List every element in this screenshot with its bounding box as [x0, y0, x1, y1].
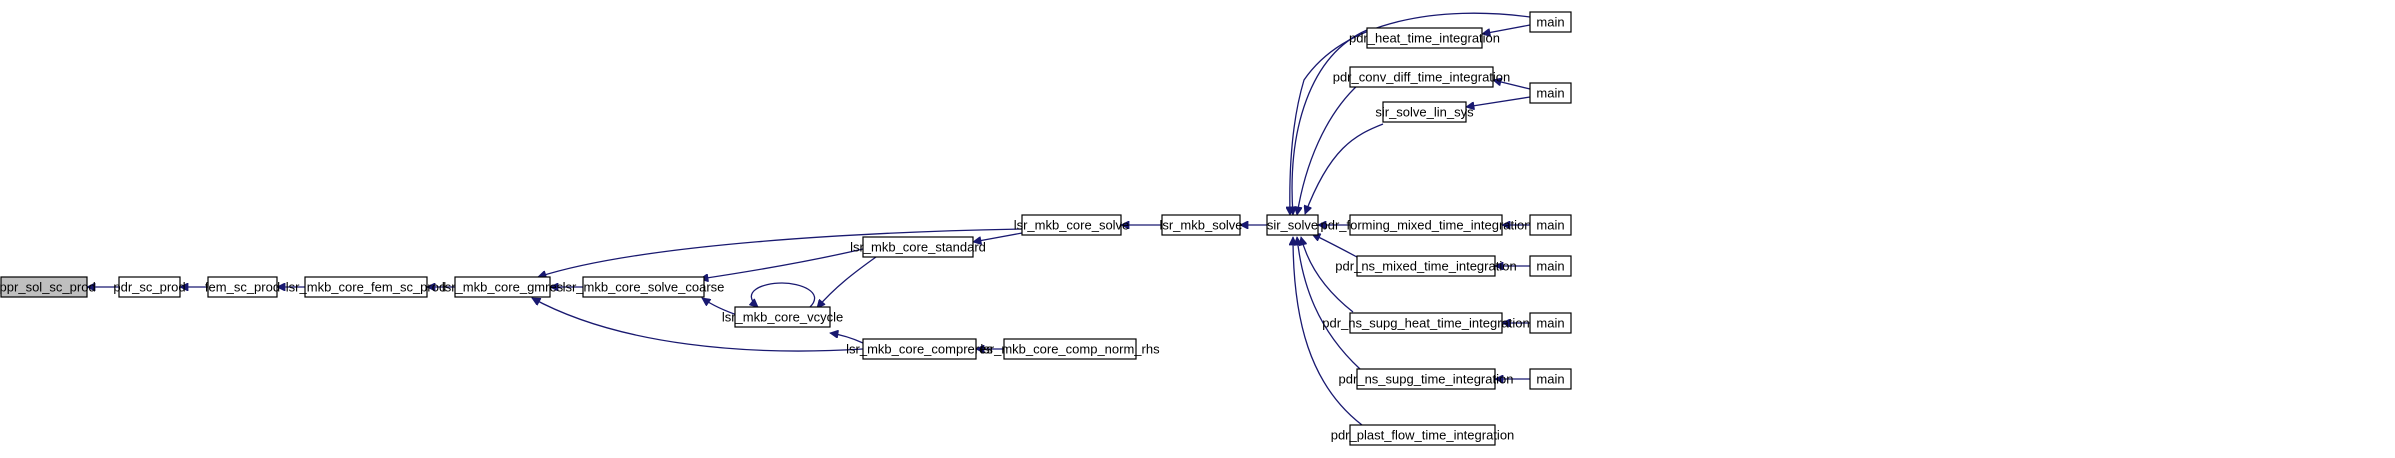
node-lsr-mkb-core-comp-norm-rhs[interactable]: lsr_mkb_core_comp_norm_rhs: [980, 338, 1160, 360]
node-label: lsr_mkb_solve: [1159, 218, 1242, 233]
node-lsr-mkb-core-fem-sc-prod[interactable]: lsr_mkb_core_fem_sc_prod: [286, 276, 446, 298]
node-main-3[interactable]: main: [1529, 214, 1572, 236]
node-label: main: [1536, 372, 1564, 387]
edge-lsr-mkb-core-solve-to-lsr-mkb-core-gmres: [538, 228, 1023, 277]
node-label: pdr_conv_diff_time_integration: [1333, 70, 1511, 85]
node-label: pdr_forming_mixed_time_integration: [1320, 218, 1531, 233]
node-label: pdr_ns_supg_heat_time_integration: [1322, 316, 1529, 331]
node-label: lsr_mkb_core_vcycle: [722, 310, 843, 325]
node-label: pdr_heat_time_integration: [1349, 31, 1500, 46]
node-sir-solve[interactable]: sir_solve: [1266, 214, 1319, 236]
node-sir-solve-lin-sys[interactable]: sir_solve_lin_sys: [1375, 101, 1474, 123]
edge-lsr-mkb-core-standard-to-lsr-mkb-core-vcycle: [817, 256, 877, 308]
node-label: lsr_mkb_core_gmres: [442, 280, 564, 295]
node-lsr-mkb-core-solve[interactable]: lsr_mkb_core_solve: [1014, 214, 1130, 236]
node-fem-sc-prod[interactable]: fem_sc_prod: [205, 276, 280, 298]
edge-pdr-ns-supg-time-integration-to-sir-solve: [1297, 237, 1361, 370]
edge-main-2-to-sir-solve-lin-sys: [1466, 96, 1531, 107]
node-pdr-heat-time-integration[interactable]: pdr_heat_time_integration: [1349, 27, 1500, 49]
edge-lsr-mkb-core-compreres-to-lsr-mkb-core-vcycle: [830, 333, 864, 344]
node-label: sir_solve: [1267, 218, 1318, 233]
node-label: pdr_ns_mixed_time_integration: [1335, 259, 1516, 274]
node-pdr-sc-prod[interactable]: pdr_sc_prod: [113, 276, 186, 298]
edge-pdr-conv-diff-time-integration-to-sir-solve: [1297, 83, 1360, 215]
node-main-5[interactable]: main: [1529, 312, 1572, 334]
node-lsr-mkb-core-vcycle[interactable]: lsr_mkb_core_vcycle: [722, 306, 843, 328]
node-main-4[interactable]: main: [1529, 255, 1572, 277]
edge-main-1-to-sir-solve: [1290, 12, 1531, 215]
node-label: lsr_mkb_core_standard: [850, 240, 986, 255]
node-pdr-ns-mixed-time-integration[interactable]: pdr_ns_mixed_time_integration: [1335, 255, 1517, 277]
node-lsr-mkb-solve[interactable]: lsr_mkb_solve: [1159, 214, 1243, 236]
node-label: pdr_ns_supg_time_integration: [1339, 372, 1514, 387]
node-label: lsr_mkb_core_comp_norm_rhs: [980, 342, 1160, 357]
node-label: main: [1536, 218, 1564, 233]
node-lsr-mkb-core-standard[interactable]: lsr_mkb_core_standard: [850, 236, 986, 258]
node-label: main: [1536, 316, 1564, 331]
node-label: lsr_mkb_core_solve_coarse: [563, 280, 725, 295]
edge-lsr-mkb-core-compreres-to-lsr-mkb-core-gmres: [532, 297, 864, 352]
node-pdr-ns-supg-time-integration[interactable]: pdr_ns_supg_time_integration: [1339, 368, 1514, 390]
node-label: main: [1536, 15, 1564, 30]
node-pdr-conv-diff-time-integration[interactable]: pdr_conv_diff_time_integration: [1333, 66, 1511, 88]
node-label: pdr_sc_prod: [113, 280, 185, 295]
node-lsr-mkb-core-compreres[interactable]: lsr_mkb_core_compreres: [846, 338, 993, 360]
edge-lsr-mkb-core-solve-to-lsr-mkb-core-standard: [973, 232, 1023, 242]
edge-pdr-plast-flow-time-integration-to-sir-solve: [1293, 237, 1363, 426]
node-pdr-plast-flow-time-integration[interactable]: pdr_plast_flow_time_integration: [1331, 424, 1515, 446]
node-label: fem_sc_prod: [205, 280, 280, 295]
edge-main-1-to-pdr-heat-time-integration: [1482, 24, 1531, 34]
node-main-2[interactable]: main: [1529, 82, 1572, 104]
node-lsr-mkb-core-solve-coarse[interactable]: lsr_mkb_core_solve_coarse: [563, 276, 725, 298]
node-appr-sol-sc-prod[interactable]: appr_sol_sc_prod: [0, 276, 96, 298]
node-main-1[interactable]: main: [1529, 11, 1572, 33]
node-label: sir_solve_lin_sys: [1375, 105, 1474, 120]
edge-main-2-to-pdr-conv-diff-time-integration: [1493, 80, 1531, 90]
node-main-6[interactable]: main: [1529, 368, 1572, 390]
edges: [87, 12, 1531, 426]
node-pdr-forming-mixed-time-integration[interactable]: pdr_forming_mixed_time_integration: [1320, 214, 1532, 236]
node-pdr-ns-supg-heat-time-integration[interactable]: pdr_ns_supg_heat_time_integration: [1322, 312, 1530, 334]
node-label: lsr_mkb_core_fem_sc_prod: [286, 280, 446, 295]
node-label: main: [1536, 86, 1564, 101]
node-lsr-mkb-core-gmres[interactable]: lsr_mkb_core_gmres: [442, 276, 564, 298]
edge-lsr-mkb-core-vcycle-self-loop: [751, 282, 816, 307]
node-label: main: [1536, 259, 1564, 274]
edge-lsr-mkb-core-standard-to-lsr-mkb-core-solve-coarse: [700, 248, 864, 279]
node-label: appr_sol_sc_prod: [0, 280, 96, 295]
node-label: lsr_mkb_core_compreres: [846, 342, 993, 357]
edge-sir-solve-lin-sys-to-sir-solve: [1305, 123, 1384, 214]
edge-pdr-ns-supg-heat-time-integration-to-sir-solve: [1301, 237, 1354, 313]
edge-pdr-ns-mixed-time-integration-to-sir-solve: [1312, 234, 1358, 258]
node-label: lsr_mkb_core_solve: [1014, 218, 1130, 233]
node-label: pdr_plast_flow_time_integration: [1331, 428, 1515, 443]
